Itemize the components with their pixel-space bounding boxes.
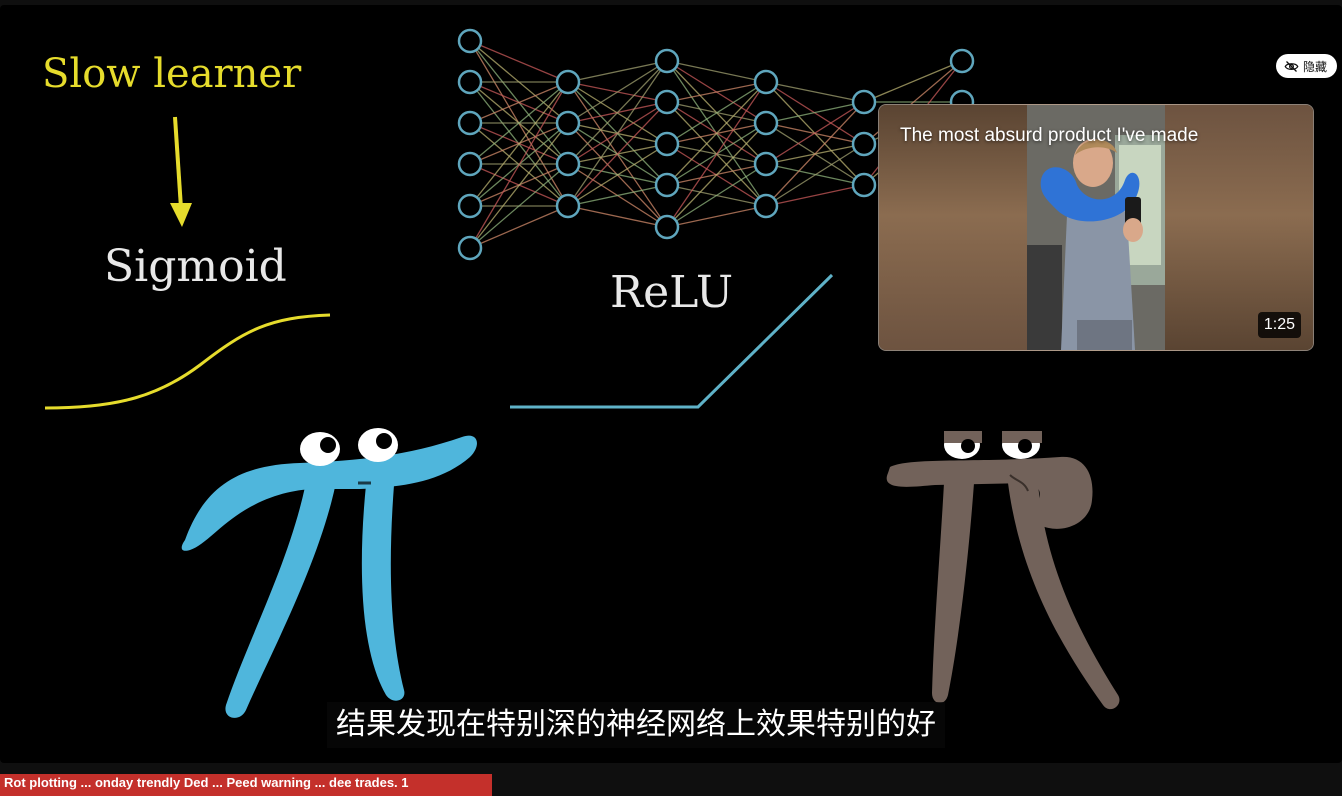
network-node: [654, 48, 680, 74]
video-player[interactable]: Slow learner Sigmoid ReLU: [0, 5, 1342, 763]
network-node: [654, 89, 680, 115]
network-edge: [567, 60, 668, 165]
network-node: [555, 193, 581, 219]
network-edge: [567, 60, 668, 207]
network-edge: [666, 81, 767, 228]
network-edge: [469, 81, 569, 249]
relu-label: ReLU: [610, 267, 733, 318]
network-edge: [863, 60, 963, 103]
network-node: [555, 110, 581, 136]
preview-duration: 1:25: [1257, 312, 1301, 338]
network-node: [654, 172, 680, 198]
network-edge: [469, 122, 569, 249]
network-edge: [666, 81, 767, 103]
network-edge: [765, 101, 865, 165]
network-node: [753, 151, 779, 177]
network-node: [457, 110, 483, 136]
network-node: [555, 151, 581, 177]
network-edge: [666, 122, 767, 228]
network-edge: [666, 205, 767, 228]
network-edge: [765, 143, 865, 207]
video-preview-card[interactable]: The most absurd product I've made 1:25: [878, 104, 1314, 351]
network-edge: [567, 60, 668, 83]
pi-creature-blue: [181, 428, 477, 718]
network-edge: [567, 184, 668, 207]
network-edge: [567, 205, 668, 228]
network-edge: [469, 81, 569, 124]
sigmoid-curve: [44, 313, 331, 410]
network-node: [753, 193, 779, 219]
network-node: [753, 69, 779, 95]
preview-blur-right: [1165, 105, 1313, 350]
network-edge: [469, 163, 569, 249]
network-edge: [469, 205, 569, 249]
arrow-down-icon: [170, 116, 192, 227]
preview-title: The most absurd product I've made: [900, 125, 1199, 146]
preview-blur-left: [879, 105, 1027, 350]
hide-button[interactable]: 隐藏: [1276, 54, 1338, 78]
sigmoid-label: Sigmoid: [104, 241, 287, 292]
network-node: [457, 28, 483, 54]
network-node: [457, 69, 483, 95]
network-edge: [469, 81, 569, 207]
network-node: [851, 172, 877, 198]
network-edge: [765, 101, 865, 124]
slow-learner-label: Slow learner: [42, 51, 302, 97]
video-frame: Slow learner Sigmoid ReLU: [42, 28, 1120, 718]
network-edge: [567, 60, 668, 124]
network-node: [654, 131, 680, 157]
chapter-chip[interactable]: Rot plotting ... onday trendly Ded ... P…: [0, 774, 492, 796]
network-edge: [765, 101, 865, 207]
network-node: [555, 69, 581, 95]
network-node: [457, 235, 483, 261]
network-edge: [567, 143, 668, 207]
network-node: [851, 131, 877, 157]
pi-creature-brown: [886, 431, 1120, 710]
relu-curve: [510, 273, 834, 409]
network-edge: [666, 81, 767, 186]
network-node: [457, 193, 483, 219]
network-node: [949, 48, 975, 74]
network-node: [753, 110, 779, 136]
preview-thumbnail: [1027, 105, 1165, 350]
network-edge: [567, 101, 668, 207]
network-node: [851, 89, 877, 115]
neural-network-diagram: [457, 28, 975, 261]
network-edge: [666, 81, 767, 145]
network-edge: [666, 163, 767, 228]
chapter-strip: Rot plotting ... onday trendly Ded ... P…: [0, 763, 1342, 796]
network-edge: [469, 40, 569, 83]
eye-off-icon: [1284, 60, 1299, 72]
network-edge: [469, 81, 569, 165]
network-edge: [666, 60, 767, 83]
network-node: [457, 151, 483, 177]
network-edge: [765, 81, 865, 103]
subtitle-caption: 结果发现在特别深的神经网络上效果特别的好: [327, 702, 945, 748]
hide-button-label: 隐藏: [1303, 59, 1328, 74]
network-node: [654, 214, 680, 240]
network-edge: [765, 184, 865, 207]
